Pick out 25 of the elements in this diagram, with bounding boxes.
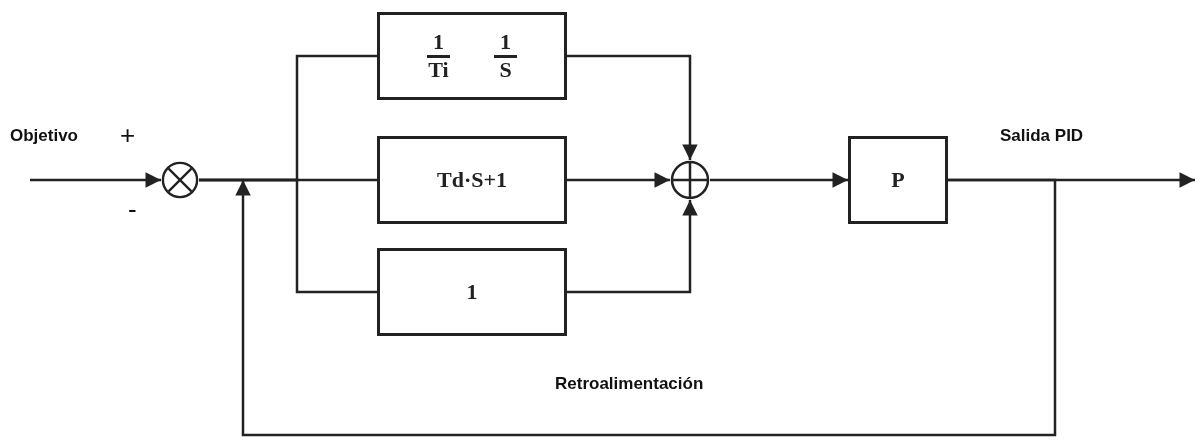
connector-line bbox=[199, 178, 377, 294]
block-label: 1 bbox=[466, 279, 478, 305]
block-label: P bbox=[891, 167, 905, 193]
plus-sign: + bbox=[120, 122, 136, 148]
feedback-arrow bbox=[235, 178, 1057, 437]
fraction-denominator: S bbox=[499, 57, 512, 82]
fraction-numerator: 1 bbox=[427, 30, 450, 58]
arrow bbox=[567, 172, 670, 188]
arrow bbox=[30, 172, 161, 188]
integral-block bbox=[377, 12, 567, 100]
output-label: Salida PID bbox=[1000, 126, 1084, 146]
feedback-label: Retroalimentación bbox=[555, 374, 704, 394]
minus-sign: - bbox=[128, 196, 137, 222]
gain-block bbox=[848, 136, 948, 224]
arrow bbox=[710, 172, 848, 188]
fraction-numerator: 1 bbox=[494, 30, 517, 58]
arrow bbox=[567, 54, 698, 160]
input-label: Objetivo bbox=[10, 126, 78, 146]
proportional-block bbox=[377, 248, 567, 336]
block-label: Td·S+1 bbox=[437, 167, 507, 193]
fraction-denominator: Ti bbox=[428, 57, 449, 82]
derivative-block bbox=[377, 136, 567, 224]
multiplier-junction bbox=[161, 161, 199, 199]
summing-junction bbox=[670, 160, 710, 200]
arrow bbox=[567, 200, 698, 294]
